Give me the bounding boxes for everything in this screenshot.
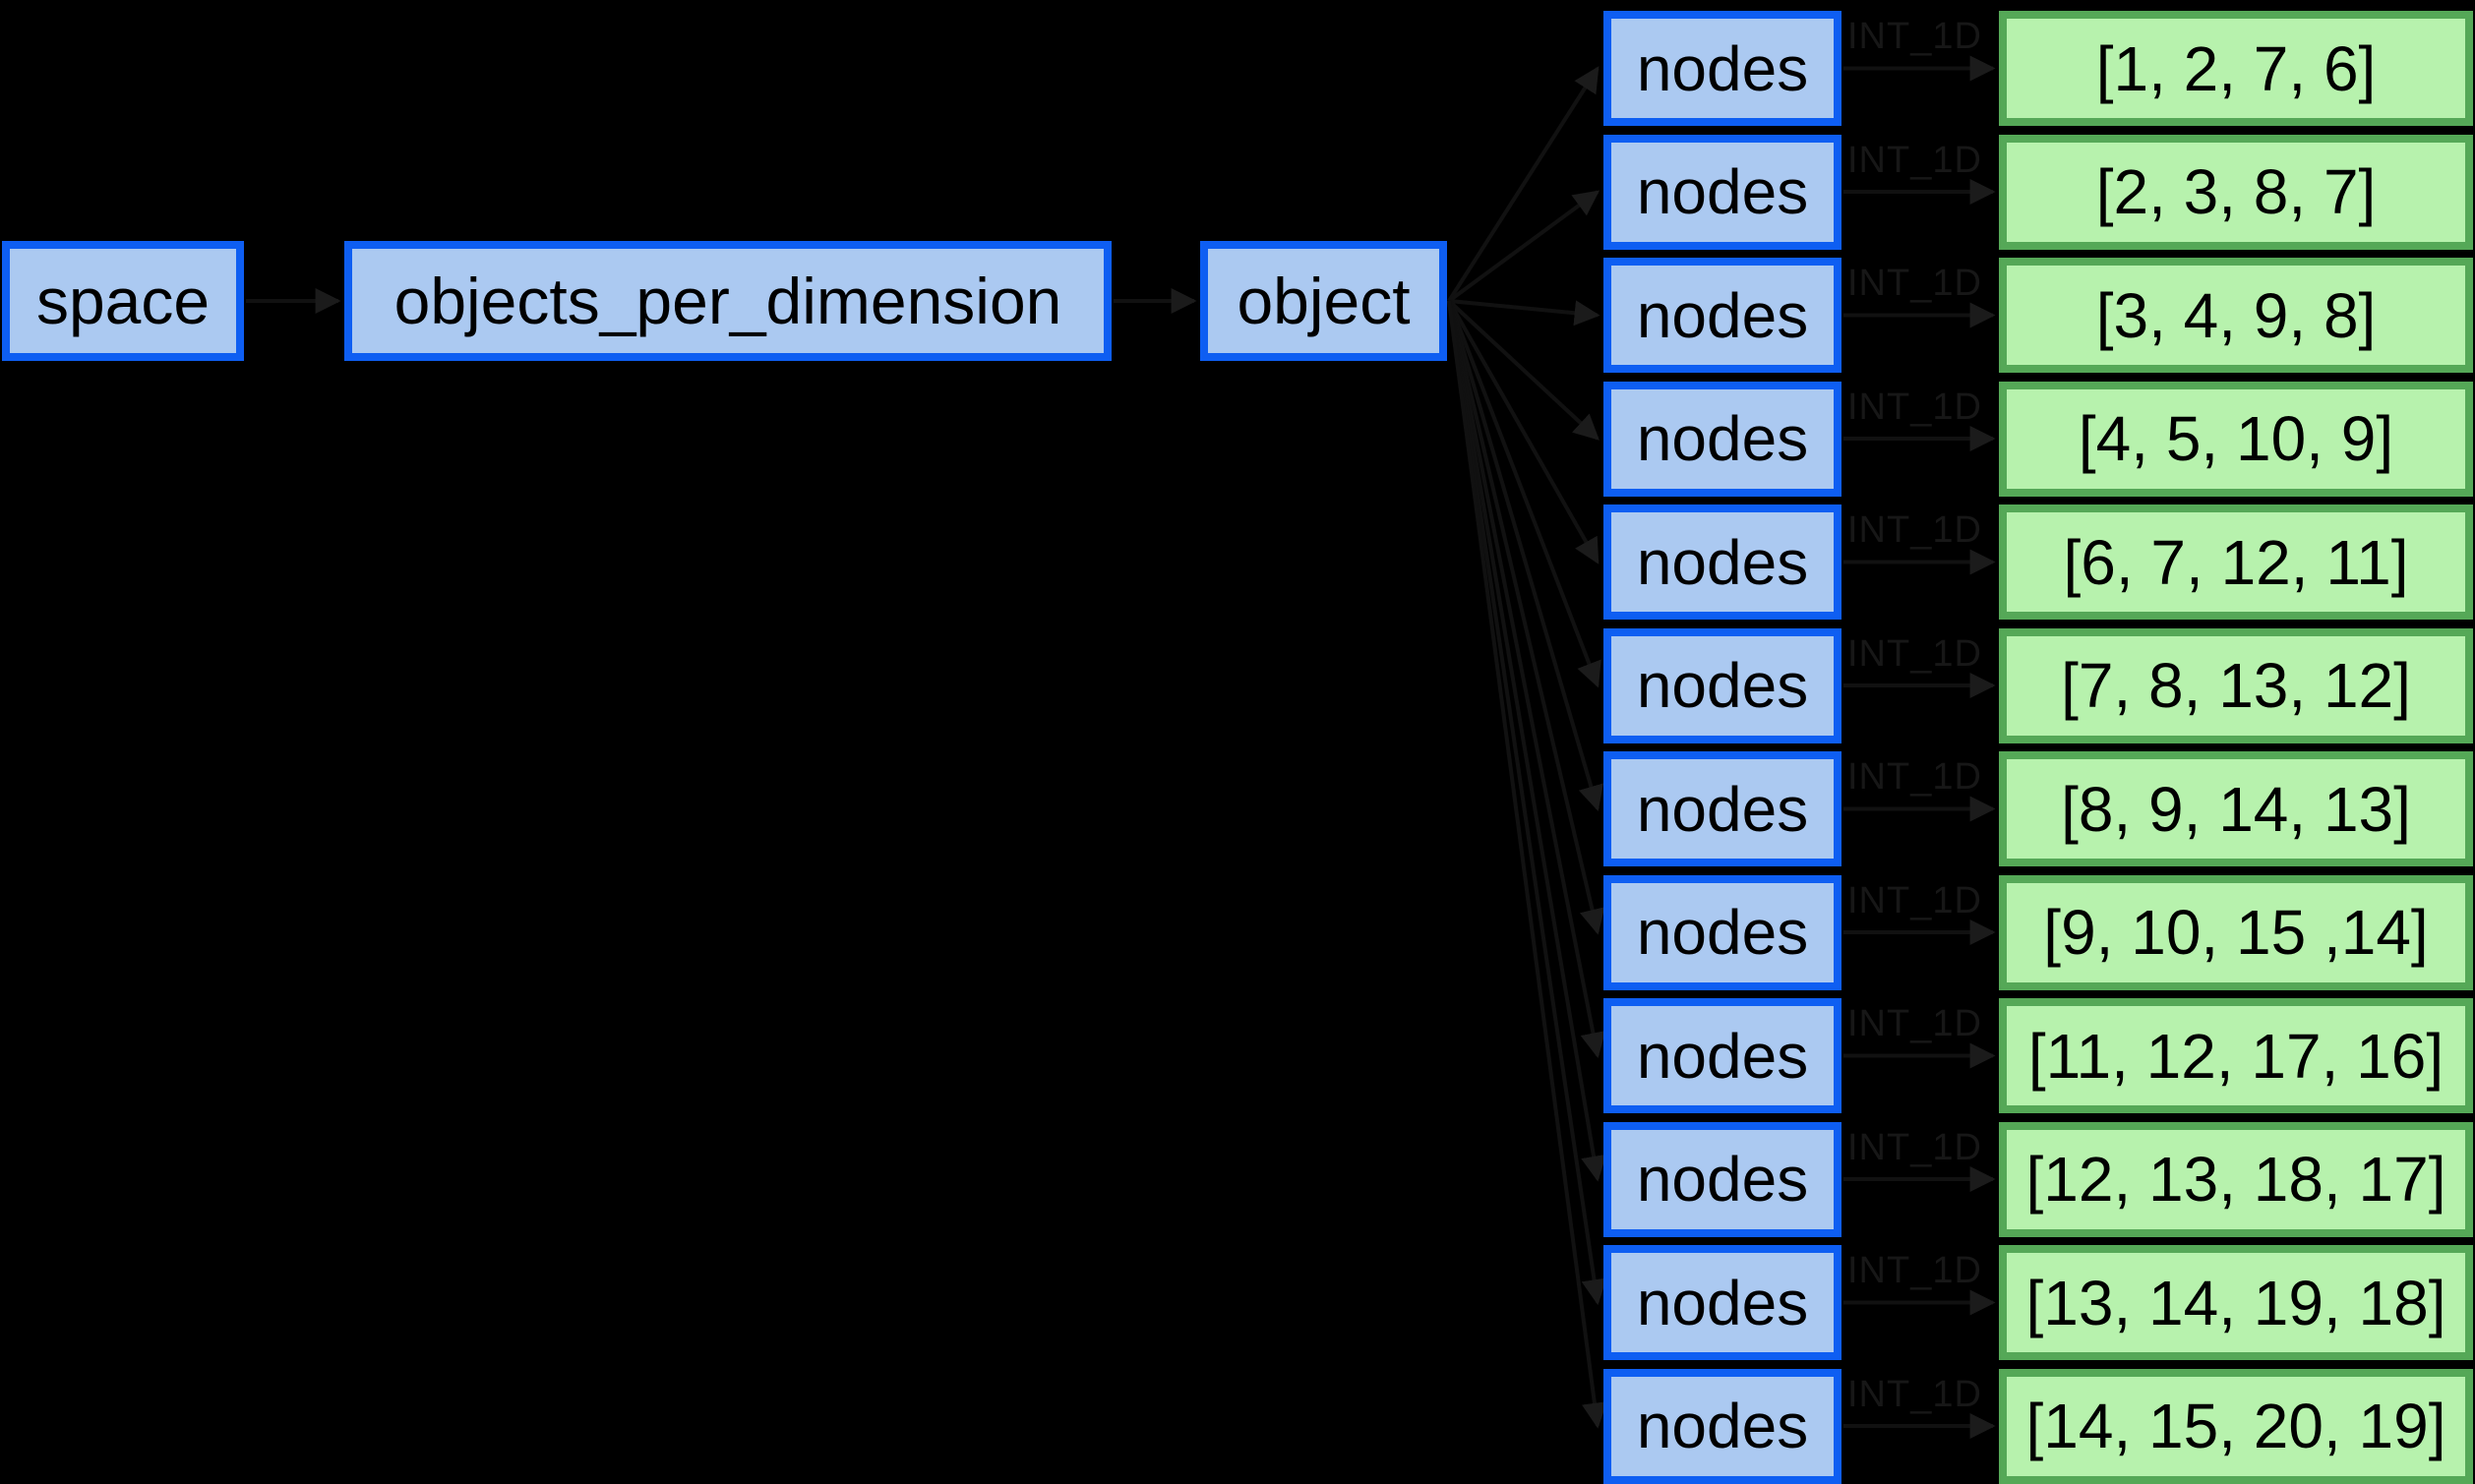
edge-label-int-1d: INT_1D: [1847, 756, 1982, 798]
node-space: space: [2, 241, 244, 361]
edge: [1447, 299, 1600, 441]
node-nodes: nodes: [1603, 751, 1841, 866]
array-value-box: [2, 3, 8, 7]: [1999, 134, 2473, 250]
node-nodes: nodes: [1603, 998, 1841, 1113]
edge: [1447, 300, 1601, 688]
array-value-box: [14, 15, 20, 19]: [1999, 1368, 2473, 1484]
edge: [1448, 299, 1600, 326]
edge-label-int-1d: INT_1D: [1847, 1250, 1982, 1291]
edge: [1447, 300, 1607, 1429]
edge-label-int-1d: INT_1D: [1847, 386, 1982, 428]
edge-label-int-1d: INT_1D: [1847, 16, 1982, 57]
array-value-box: [4, 5, 10, 9]: [1999, 381, 2473, 497]
edge-label-int-1d: INT_1D: [1847, 879, 1982, 921]
edge-label-int-1d: INT_1D: [1847, 139, 1982, 181]
node-nodes: nodes: [1603, 134, 1841, 250]
edge: [1447, 66, 1600, 303]
edge-label-int-1d: INT_1D: [1847, 1126, 1982, 1168]
array-value-box: [6, 7, 12, 11]: [1999, 505, 2473, 620]
edge: [1447, 300, 1605, 935]
edge-label-int-1d: INT_1D: [1847, 1003, 1982, 1044]
node-nodes: nodes: [1603, 505, 1841, 620]
node-nodes: nodes: [1603, 258, 1841, 373]
node-nodes: nodes: [1603, 1368, 1841, 1484]
edge: [1447, 300, 1606, 1182]
node-nodes: nodes: [1603, 1245, 1841, 1360]
edge-label-int-1d: INT_1D: [1847, 1373, 1982, 1415]
edge-label-int-1d: INT_1D: [1847, 509, 1982, 551]
edge: [1447, 190, 1600, 303]
array-value-box: [9, 10, 15 ,14]: [1999, 874, 2473, 990]
edge: [1447, 300, 1603, 811]
node-nodes: nodes: [1603, 874, 1841, 990]
array-value-box: [1, 2, 7, 6]: [1999, 11, 2473, 126]
node-nodes: nodes: [1603, 1121, 1841, 1237]
array-value-box: [13, 14, 19, 18]: [1999, 1245, 2473, 1360]
edge: [1447, 300, 1600, 564]
node-nodes: nodes: [1603, 627, 1841, 743]
array-value-box: [8, 9, 14, 13]: [1999, 751, 2473, 866]
node-nodes: nodes: [1603, 381, 1841, 497]
node-nodes: nodes: [1603, 11, 1841, 126]
edge-label-int-1d: INT_1D: [1847, 263, 1982, 304]
edge-label-int-1d: INT_1D: [1847, 632, 1982, 675]
node-objects-per-dimension: objects_per_dimension: [344, 241, 1112, 361]
array-value-box: [11, 12, 17, 16]: [1999, 998, 2473, 1113]
edge: [1447, 300, 1607, 1306]
array-value-box: [12, 13, 18, 17]: [1999, 1121, 2473, 1237]
array-value-box: [3, 4, 9, 8]: [1999, 258, 2473, 373]
node-object: object: [1200, 241, 1447, 361]
edge: [1447, 300, 1606, 1059]
array-value-box: [7, 8, 13, 12]: [1999, 627, 2473, 743]
